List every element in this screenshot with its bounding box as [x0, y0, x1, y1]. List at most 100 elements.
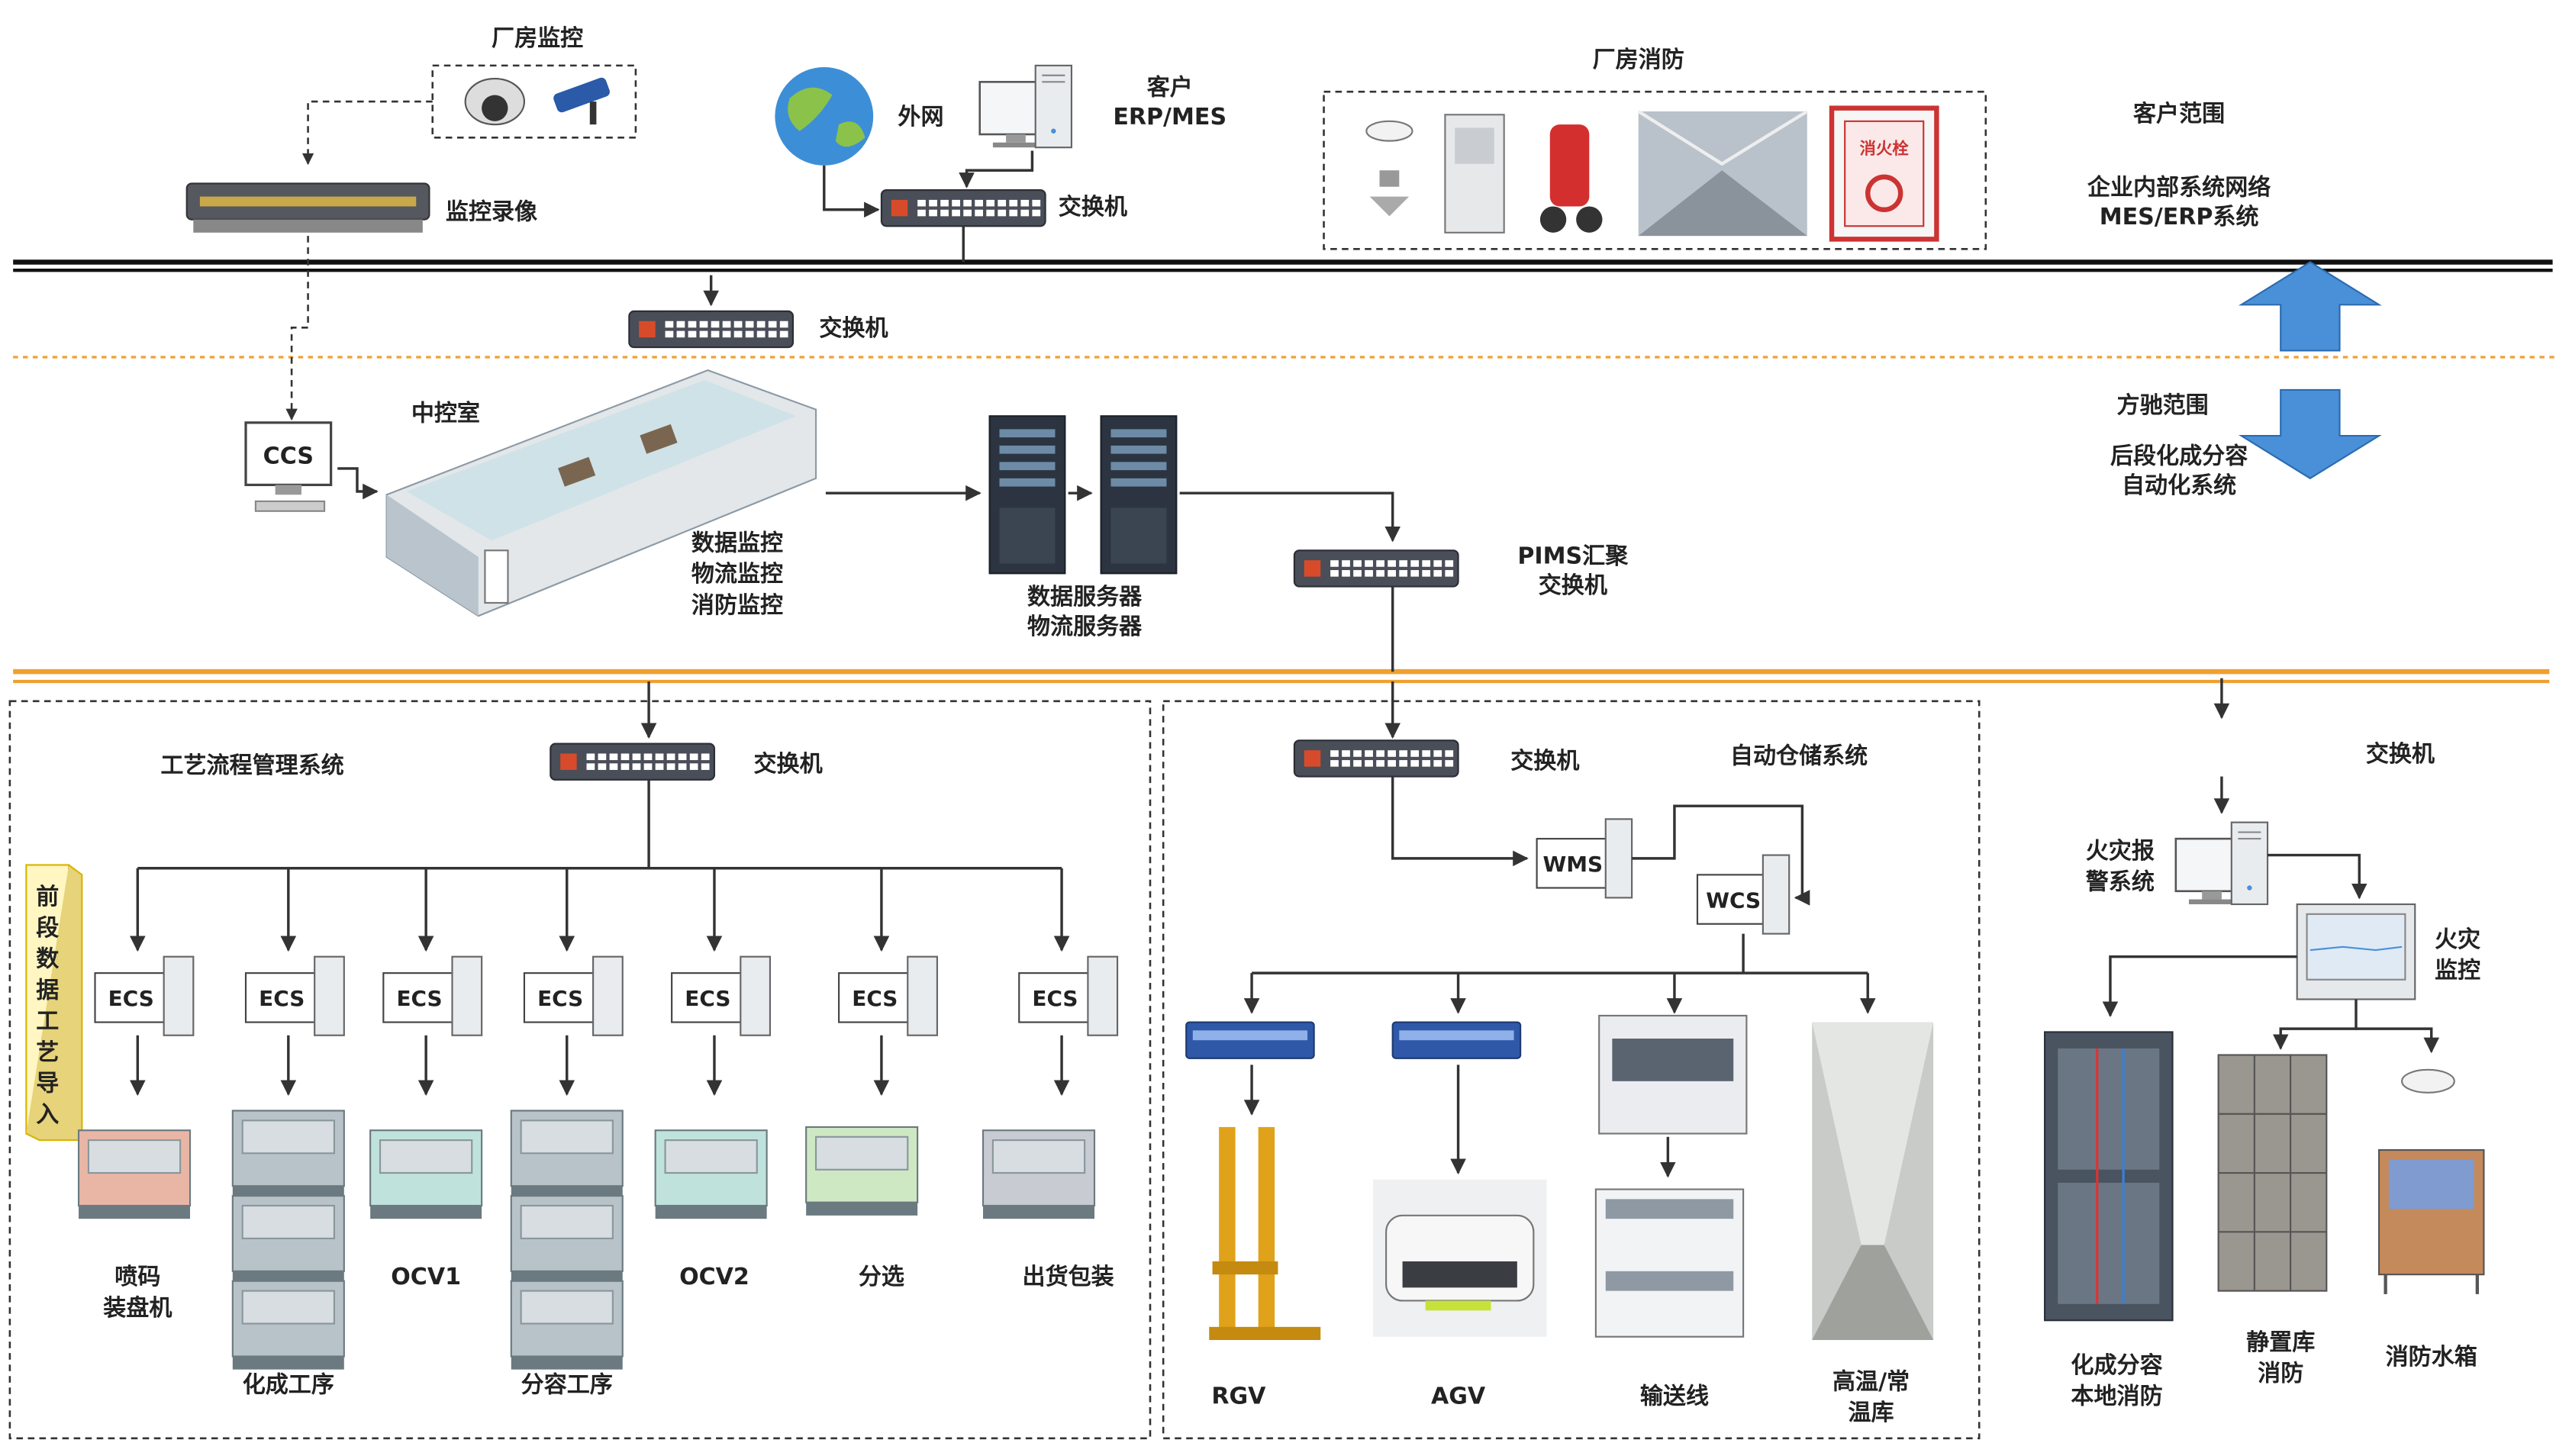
ecs-computer-icon: ECS [382, 955, 483, 1036]
warehouse-item-label-3: 输送线 [1640, 1384, 1709, 1410]
capacity-rack-icon-2 [510, 1195, 624, 1285]
down-arrow-icon [2238, 388, 2382, 480]
warehouse-item-label-4: 高温/常 [1832, 1368, 1910, 1395]
control-room-3d-icon [385, 369, 817, 617]
plant-monitor-label: 厂房监控 [492, 25, 583, 52]
fire-monitor-label-2: 监控 [2435, 958, 2480, 984]
ecs-computer-icon: ECS [244, 955, 345, 1036]
warehouse-item-label-1: RGV [1211, 1384, 1266, 1410]
globe-icon [775, 67, 874, 166]
side-char-1: 前 [36, 884, 59, 910]
station-label-6: 分选 [859, 1264, 904, 1290]
ecs-computer-icon: ECS [94, 955, 195, 1036]
customer-erp-computer-icon [978, 64, 1073, 149]
customer-scope-desc-1: 企业内部系统网络 [2087, 174, 2271, 201]
station-label-2: 化成工序 [243, 1372, 334, 1399]
warehouse-switch-label: 交换机 [1510, 748, 1579, 775]
conveyor-line-icon [1594, 1014, 1748, 1338]
rgv-switch-icon [1185, 1021, 1315, 1059]
ecs-computer-icon: ECS [523, 955, 624, 1036]
side-char-6: 艺 [36, 1039, 59, 1066]
fire-water-tank-icon [2377, 1068, 2485, 1294]
high-temp-storage-aisle-icon [1812, 1022, 1934, 1341]
station-label-7: 出货包装 [1023, 1264, 1114, 1290]
capacity-rack-icon-3 [510, 1280, 624, 1370]
ocv2-machine-icon [654, 1129, 768, 1219]
ecs-label: ECS [108, 986, 154, 1011]
ecs-label: ECS [259, 986, 305, 1011]
side-char-2: 段 [36, 915, 59, 942]
warehouse-item-label-4: 温库 [1848, 1400, 1894, 1426]
recorder-label: 监控录像 [446, 199, 538, 226]
nvr-recorder-icon [185, 182, 430, 233]
formation-rack-icon-3 [231, 1280, 345, 1370]
aging-storage-shelf-icon [2217, 1054, 2328, 1292]
customer-scope-desc-2: MES/ERP系统 [2100, 204, 2259, 230]
pims-label-2: 交换机 [1539, 572, 1607, 599]
warehouse-item-label-2: AGV [1431, 1384, 1486, 1410]
erp-mes-label: ERP/MES [1113, 104, 1226, 130]
alarm-system-computer-icon [2174, 821, 2269, 906]
up-arrow-icon [2238, 261, 2382, 352]
rgv-stacker-icon [1209, 1126, 1321, 1341]
server-label-2: 物流服务器 [1027, 614, 1143, 640]
warehouse-title: 自动仓储系统 [1730, 742, 1868, 769]
bullet-camera-icon [553, 77, 610, 125]
fire-item-3: 消防水箱 [2386, 1344, 2477, 1371]
ecs-label: ECS [396, 986, 442, 1011]
coding-tray-loader-icon [77, 1129, 192, 1219]
ecs-computer-icon: ECS [838, 955, 938, 1036]
process-title: 工艺流程管理系统 [160, 752, 343, 779]
fire-item-1-line1: 化成分容 [2071, 1352, 2162, 1379]
plant-monitor-group: 厂房监控 [431, 25, 637, 139]
side-char-3: 数 [36, 946, 60, 973]
ecs-computer-icon: ECS [671, 955, 772, 1036]
control-room-label: 中控室 [411, 401, 480, 427]
backbone-switch-icon [628, 310, 795, 349]
sorting-machine-icon [805, 1126, 919, 1216]
fire-item-2-line2: 消防 [2258, 1361, 2303, 1387]
station-label-1: 装盘机 [103, 1295, 172, 1322]
capacity-rack-icon-1 [510, 1110, 624, 1200]
warehouse-photo-icon [1637, 110, 1808, 237]
top-switch-icon [880, 188, 1046, 227]
ecs-label: ECS [852, 986, 898, 1011]
dome-camera-icon [464, 77, 526, 126]
wcs-computer-icon: WCS [1696, 854, 1791, 935]
ecs-label: ECS [537, 986, 583, 1011]
hydrant-sign-text: 消火栓 [1860, 140, 1910, 159]
agv-robot-icon [1372, 1179, 1547, 1337]
fire-protection-label: 厂房消防 [1593, 47, 1684, 73]
pims-switch-icon [1293, 549, 1459, 588]
internet-label: 外网 [898, 104, 943, 130]
room-function-1: 数据监控 [691, 530, 783, 556]
formation-local-fire-cabinet-icon [2044, 1031, 2174, 1322]
process-switch-label: 交换机 [753, 751, 822, 778]
front-data-import-side-label: 前 段 数 据 工 艺 导 入 [25, 864, 83, 1142]
fangchi-scope-label: 方驰范围 [2117, 392, 2209, 419]
ecs-computer-icon: ECS [1018, 955, 1119, 1036]
process-system-box [8, 700, 1152, 1440]
wcs-label: WCS [1706, 887, 1761, 913]
ocv1-machine-icon [369, 1129, 483, 1219]
wms-label: WMS [1543, 852, 1604, 877]
data-server-icon [988, 415, 1066, 575]
side-char-5: 工 [36, 1008, 59, 1035]
process-switch-icon [550, 742, 716, 781]
agv-switch-icon [1391, 1021, 1522, 1059]
alarm-system-label-2: 警系统 [2086, 869, 2155, 896]
alarm-system-label-1: 火灾报 [2086, 838, 2155, 865]
customer-scope-label: 客户范围 [2133, 101, 2225, 127]
fire-item-1-line2: 本地消防 [2071, 1384, 2162, 1410]
station-label-3: OCV1 [391, 1264, 461, 1290]
pims-label-1: PIMS汇聚 [1517, 543, 1629, 569]
customer-label: 客户 [1147, 75, 1193, 101]
ecs-label: ECS [1032, 986, 1078, 1011]
fire-monitor-screen-icon [2296, 903, 2416, 1000]
ccs-label: CCS [263, 443, 314, 470]
warehouse-switch-icon [1293, 739, 1459, 778]
ccs-computer-icon: CCS [244, 421, 333, 512]
side-char-4: 据 [36, 977, 59, 1003]
